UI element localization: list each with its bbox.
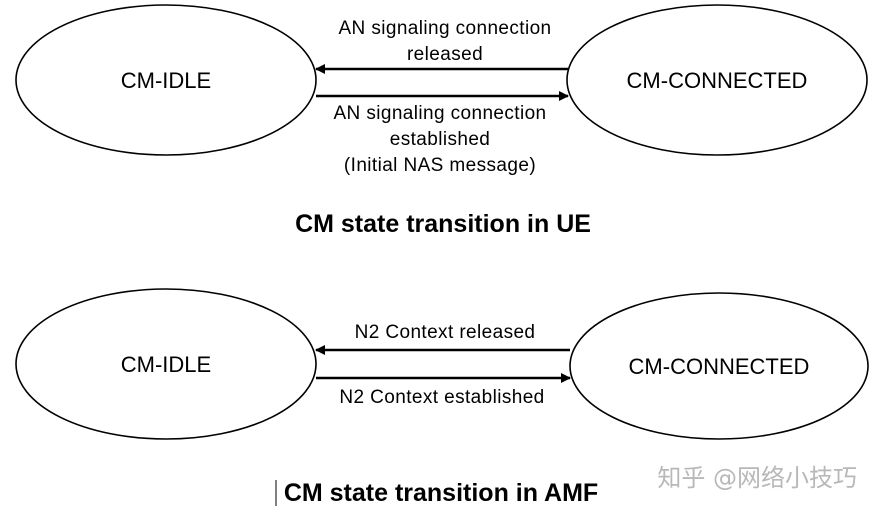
ue-arrow-to-connected-label-line3: (Initial NAS message)	[344, 155, 536, 176]
watermark: 知乎 @网络小技巧	[657, 464, 857, 492]
ue-arrow-to-connected-label-line2: established	[390, 129, 491, 150]
ue-connected-state	[566, 4, 868, 156]
ue-diagram-caption: CM state transition in UE	[295, 210, 591, 238]
ue-arrow-to-idle-label-line2: released	[407, 44, 483, 65]
amf-state-diagram: CM-IDLE CM-CONNECTED N2 Context released…	[15, 288, 869, 507]
amf-diagram-caption: CM state transition in AMF	[284, 479, 598, 507]
amf-idle-state	[15, 288, 317, 440]
amf-connected-state	[569, 292, 869, 440]
amf-arrow-to-connected-label: N2 Context established	[339, 387, 544, 408]
ue-arrow-to-connected-label-line1: AN signaling connection	[333, 103, 546, 124]
ue-connected-state-label: CM-CONNECTED	[627, 68, 808, 93]
ue-idle-state-label: CM-IDLE	[121, 68, 211, 93]
ue-arrow-to-idle-label-line1: AN signaling connection	[338, 18, 551, 39]
ue-idle-state	[15, 4, 317, 156]
ue-state-diagram: CM-IDLE CM-CONNECTED AN signaling connec…	[15, 4, 868, 238]
amf-arrow-to-idle-label: N2 Context released	[355, 322, 536, 343]
amf-idle-state-label: CM-IDLE	[121, 352, 211, 377]
amf-connected-state-label: CM-CONNECTED	[629, 354, 810, 379]
